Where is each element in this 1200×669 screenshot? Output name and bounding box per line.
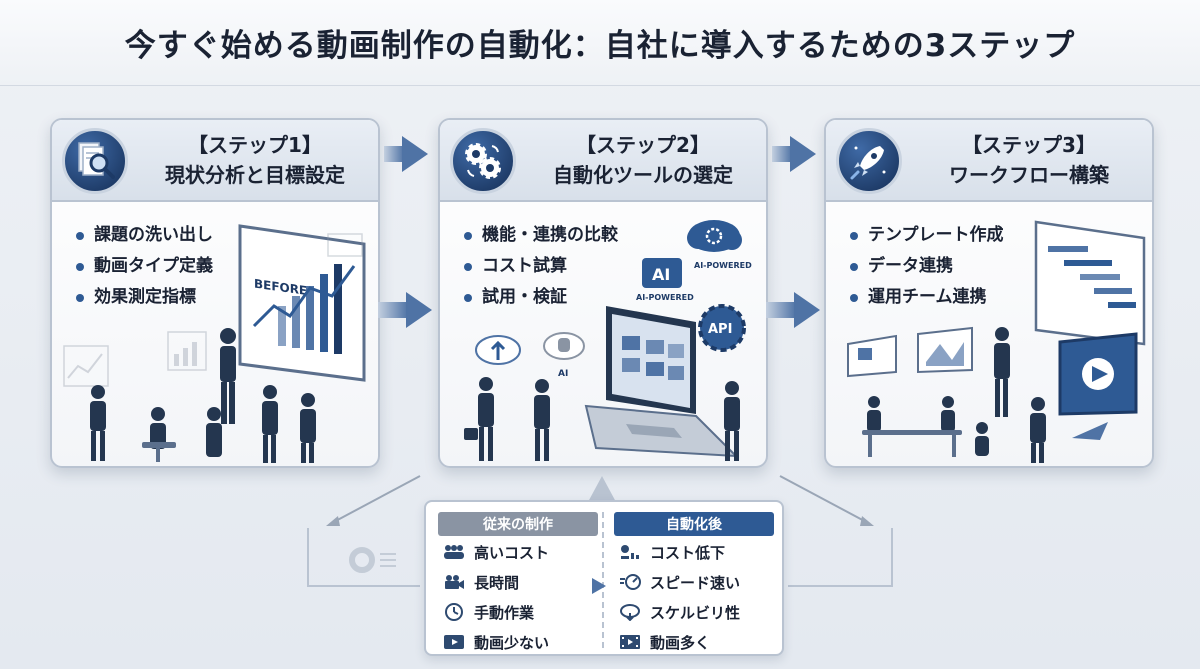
arrow-head bbox=[402, 136, 428, 172]
arrow-head bbox=[794, 292, 820, 328]
title-bar: 今すぐ始める動画制作の自動化：自社に導入するための3ステップ bbox=[0, 0, 1200, 86]
list-item: 機能・連携の比較 bbox=[464, 220, 618, 251]
list-item: データ連携 bbox=[850, 251, 1004, 282]
tag-ai: AI bbox=[652, 265, 670, 284]
list-item: スピード速い bbox=[614, 568, 774, 596]
tag-ai-powered-top: AI-POWERED bbox=[694, 261, 752, 270]
step-1-header: 【ステップ1】 現状分析と目標設定 bbox=[52, 120, 378, 202]
speed-icon bbox=[618, 572, 642, 592]
cost-down-icon bbox=[618, 542, 642, 562]
bubble-tail bbox=[588, 476, 616, 502]
people-silhouettes bbox=[90, 328, 316, 463]
step-1-title: 【ステップ1】 現状分析と目標設定 bbox=[165, 133, 345, 187]
workflow-illustration bbox=[847, 220, 1146, 463]
list-item: コスト試算 bbox=[464, 251, 618, 282]
people-silhouettes bbox=[867, 327, 1046, 463]
page-title: 今すぐ始める動画制作の自動化：自社に導入するための3ステップ bbox=[124, 28, 1076, 64]
arrow-step1-step2-top bbox=[384, 146, 404, 162]
video-icon bbox=[442, 632, 466, 652]
tag-api: API bbox=[708, 322, 732, 337]
list-item: 動画タイプ定義 bbox=[76, 251, 213, 282]
list-item: 運用チーム連携 bbox=[850, 282, 1004, 313]
list-item: 動画多く bbox=[614, 628, 774, 656]
arrow-step1-step2-mid bbox=[378, 302, 408, 318]
upload-cloud-icon bbox=[475, 335, 521, 365]
tag-ai-powered: AI-POWERED bbox=[636, 293, 694, 302]
step-3-bullets: テンプレート作成 データ連携 運用チーム連携 bbox=[850, 220, 1004, 313]
step-2-panel: 【ステップ2】 自動化ツールの選定 機能・連携の比較 コスト試算 試用・検証 A… bbox=[438, 118, 768, 468]
list-item: 試用・検証 bbox=[464, 282, 618, 313]
gantt-board bbox=[1034, 220, 1146, 346]
film-icon bbox=[618, 632, 642, 652]
arrow-step2-step3-mid bbox=[766, 302, 796, 318]
step-3-panel: 【ステップ3】 ワークフロー構築 テンプレート作成 データ連携 運用チーム連携 bbox=[824, 118, 1154, 468]
gears-icon bbox=[450, 128, 516, 194]
arrow-step2-step3-top bbox=[772, 146, 792, 162]
after-header: 自動化後 bbox=[614, 512, 774, 536]
step-3-title: 【ステップ3】 ワークフロー構築 bbox=[949, 133, 1109, 187]
laptop-illustration bbox=[584, 306, 739, 458]
list-item: テンプレート作成 bbox=[850, 220, 1004, 251]
list-item: スケルビリ性 bbox=[614, 598, 774, 626]
list-item: 手動作業 bbox=[438, 598, 598, 626]
connector-lines bbox=[307, 475, 893, 587]
list-item: 動画少ない bbox=[438, 628, 598, 656]
people-icon bbox=[442, 542, 466, 562]
arrow-right-icon bbox=[592, 578, 606, 594]
list-item: 効果測定指標 bbox=[76, 282, 213, 313]
ai-cloud-icon: AI-POWERED bbox=[687, 220, 752, 270]
people-silhouettes bbox=[478, 377, 740, 461]
tag-ai-small: AI bbox=[558, 369, 568, 379]
comparison-box: 従来の制作 高いコスト 長時間 手動作業 動画少ない 自 bbox=[424, 500, 784, 656]
cloud-icon bbox=[618, 602, 642, 622]
ai-chip-icon: AI AI-POWERED bbox=[636, 258, 694, 302]
presentation-board: BEFORE bbox=[238, 224, 366, 382]
meeting-illustration: BEFORE bbox=[63, 224, 366, 463]
step-1-bullets: 課題の洗い出し 動画タイプ定義 効果測定指標 bbox=[76, 220, 213, 313]
step-2-header: 【ステップ2】 自動化ツールの選定 bbox=[440, 120, 766, 202]
step-3-header: 【ステップ3】 ワークフロー構築 bbox=[826, 120, 1152, 202]
arrow-head bbox=[790, 136, 816, 172]
tool-selection-illustration: AI-POWERED AI AI-POWERED API AI bbox=[464, 220, 752, 461]
before-header: 従来の制作 bbox=[438, 512, 598, 536]
step-1-panel: 【ステップ1】 現状分析と目標設定 課題の洗い出し 動画タイプ定義 効果測定指標… bbox=[50, 118, 380, 468]
database-cloud-icon: AI bbox=[543, 332, 585, 379]
after-column: 自動化後 コスト低下 スピード速い スケルビリ性 動画多く bbox=[614, 512, 774, 656]
arrow-head bbox=[406, 292, 432, 328]
list-item: 長時間 bbox=[438, 568, 598, 596]
step-2-bullets: 機能・連携の比較 コスト試算 試用・検証 bbox=[464, 220, 618, 313]
before-column: 従来の制作 高いコスト 長時間 手動作業 動画少ない bbox=[438, 512, 598, 656]
list-item: コスト低下 bbox=[614, 538, 774, 566]
rocket-icon bbox=[836, 128, 902, 194]
video-screen-icon bbox=[1058, 332, 1138, 416]
list-item: 高いコスト bbox=[438, 538, 598, 566]
magnifier-document-icon bbox=[62, 128, 128, 194]
api-gear-icon: API bbox=[698, 304, 746, 352]
step-2-title: 【ステップ2】 自動化ツールの選定 bbox=[553, 133, 733, 187]
list-item: 課題の洗い出し bbox=[76, 220, 213, 251]
camera-icon bbox=[442, 572, 466, 592]
clock-icon bbox=[442, 602, 466, 622]
